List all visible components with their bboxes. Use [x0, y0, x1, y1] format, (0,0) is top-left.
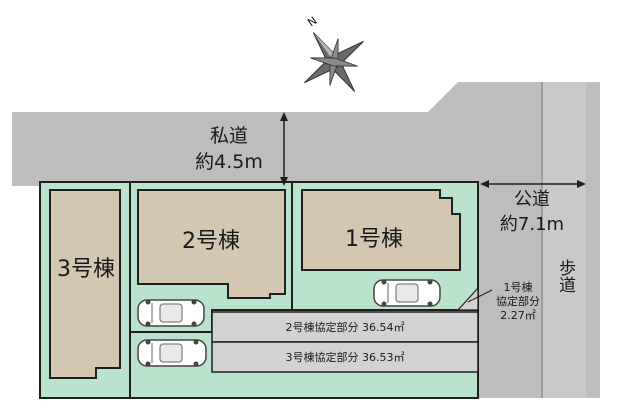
- private-road-name: 私道: [210, 125, 248, 147]
- building-3: [49, 189, 121, 379]
- agreement-strip-building2: [211, 311, 479, 343]
- building-2-label: 2号棟: [182, 229, 240, 254]
- agreement-building1-line2: 協定部分: [496, 294, 540, 308]
- compass-north-letter: N: [305, 14, 319, 29]
- public-road-name: 公道: [514, 189, 550, 210]
- car-icon: [137, 339, 207, 367]
- private-road-width-arrow: [280, 112, 288, 186]
- agreement-building2-label: 2号棟協定部分 36.54㎡: [286, 320, 405, 334]
- private-road: [12, 82, 600, 398]
- building-1: [301, 189, 461, 271]
- compass-rose-icon: [304, 32, 364, 92]
- public-road-width-arrow: [480, 180, 586, 188]
- agreement-building1-line1: 1号棟: [504, 280, 533, 294]
- sidewalk-label: 歩道: [555, 259, 576, 293]
- leader-line: [467, 289, 493, 303]
- sidewalk: [542, 82, 586, 398]
- building-2: [137, 189, 286, 299]
- private-road-width: 約4.5m: [195, 151, 263, 173]
- agreement-building3-label: 3号棟協定部分 36.53㎡: [286, 350, 405, 364]
- building-3-label: 3号棟: [57, 257, 115, 282]
- building-1-label: 1号棟: [345, 227, 403, 252]
- car-icon: [137, 299, 205, 327]
- public-road-width: 約7.1m: [500, 214, 564, 235]
- agreement-strip-building3: [211, 341, 479, 373]
- car-icon: [373, 279, 441, 307]
- agreement-area-building1: [456, 286, 479, 311]
- agreement-building1-area: 2.27㎡: [500, 309, 536, 322]
